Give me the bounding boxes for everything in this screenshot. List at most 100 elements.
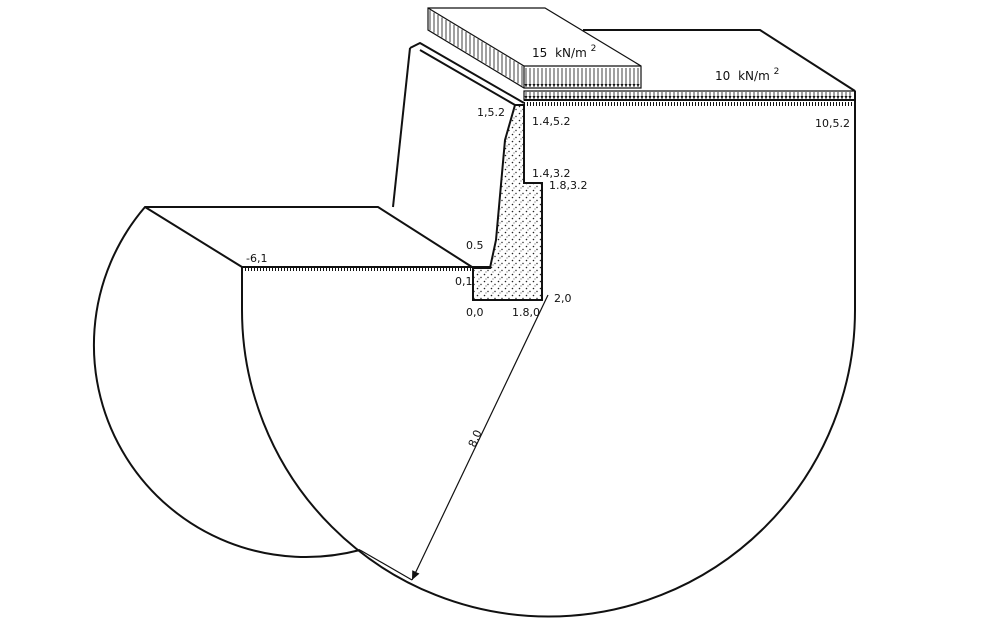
load-arrowhead (600, 96, 604, 99)
load-arrowhead (672, 96, 676, 99)
load-arrowhead (684, 96, 688, 99)
load-arrowhead (744, 96, 748, 99)
load-arrowhead (544, 96, 548, 99)
label-1-8-0: 1.8,0 (512, 306, 540, 319)
load-arrowhead (568, 96, 572, 99)
label-1-4-3-2: 1.4,3.2 (532, 167, 570, 180)
load-arrowhead (728, 96, 732, 99)
load-arrowhead (800, 96, 804, 99)
load-arrowhead (608, 96, 612, 99)
label-0-5: 0.5 (466, 239, 484, 252)
load-arrowhead (556, 84, 560, 87)
load-arrowhead (564, 96, 568, 99)
load-arrowhead (824, 96, 828, 99)
load-arrowhead (660, 96, 664, 99)
load-arrowhead (668, 96, 672, 99)
load-arrowhead (724, 96, 728, 99)
load-arrowhead (604, 84, 608, 87)
load-arrowhead (592, 96, 596, 99)
strip-load-label: 15 kN/m 2 (532, 44, 596, 60)
label-0-1: 0,1 (455, 275, 473, 288)
load-arrowhead (540, 84, 544, 87)
load-arrowhead (796, 96, 800, 99)
label-1-8-3-2: 1.8,3.2 (549, 179, 587, 192)
load-arrowhead (596, 96, 600, 99)
load-arrowhead (628, 84, 632, 87)
load-arrowhead (632, 96, 636, 99)
load-arrowhead (692, 96, 696, 99)
load-arrowhead (748, 96, 752, 99)
load-arrowhead (584, 96, 588, 99)
load-arrowhead (536, 84, 540, 87)
load-arrowhead (532, 96, 536, 99)
uniform-load-arrows (524, 92, 852, 99)
load-arrowhead (776, 96, 780, 99)
load-arrowhead (752, 96, 756, 99)
load-arrowhead (780, 96, 784, 99)
load-arrowhead (572, 96, 576, 99)
load-arrowhead (572, 84, 576, 87)
load-arrowhead (552, 96, 556, 99)
load-arrowhead (524, 84, 528, 87)
load-arrowhead (644, 96, 648, 99)
load-arrowhead (680, 96, 684, 99)
load-arrowhead (568, 84, 572, 87)
load-arrowhead (604, 96, 608, 99)
radius-line (411, 294, 549, 581)
label-10-5-2: 10,5.2 (815, 117, 850, 130)
load-arrowhead (836, 96, 840, 99)
label-1-4-5-2: 1.4,5.2 (532, 115, 570, 128)
load-arrowhead (812, 96, 816, 99)
uniform-load-strip (523, 90, 856, 101)
load-arrowhead (664, 96, 668, 99)
load-arrowhead (848, 96, 852, 99)
load-arrowhead (560, 84, 564, 87)
uniform-load-label: 10 kN/m 2 (715, 67, 779, 83)
load-arrowhead (536, 96, 540, 99)
load-arrowhead (576, 96, 580, 99)
load-arrowhead (636, 96, 640, 99)
load-arrowhead (840, 96, 844, 99)
load-arrowhead (760, 96, 764, 99)
load-arrowhead (612, 84, 616, 87)
load-arrowhead (816, 96, 820, 99)
strip-load-box (427, 7, 642, 89)
slip-surface-back (92, 206, 361, 558)
load-arrowhead (648, 96, 652, 99)
load-arrowhead (544, 84, 548, 87)
load-arrowhead (764, 96, 768, 99)
load-arrowhead (736, 96, 740, 99)
strip-load-edge (427, 7, 525, 67)
load-arrowhead (584, 84, 588, 87)
load-arrowhead (772, 96, 776, 99)
load-arrowhead (560, 96, 564, 99)
slip-tangent (359, 549, 413, 581)
load-arrowhead (704, 96, 708, 99)
load-arrowhead (652, 96, 656, 99)
load-arrowhead (524, 96, 528, 99)
load-arrowhead (564, 84, 568, 87)
label-1-5-2: 1,5.2 (477, 106, 505, 119)
slip-circle-front (241, 91, 856, 618)
load-arrowhead (708, 96, 712, 99)
load-arrowhead (768, 96, 772, 99)
load-arrowhead (844, 96, 848, 99)
label-neg6-1: -6,1 (246, 252, 267, 265)
load-arrowhead (620, 84, 624, 87)
load-arrowhead (624, 84, 628, 87)
load-arrowhead (616, 84, 620, 87)
load-arrowhead (552, 84, 556, 87)
load-arrowhead (732, 96, 736, 99)
load-arrowhead (784, 96, 788, 99)
load-arrowhead (688, 96, 692, 99)
load-arrowhead (588, 96, 592, 99)
load-arrowhead (528, 96, 532, 99)
label-0-0: 0,0 (466, 306, 484, 319)
load-arrowhead (640, 96, 644, 99)
load-arrowhead (596, 84, 600, 87)
load-arrowhead (628, 96, 632, 99)
load-arrowhead (592, 84, 596, 87)
load-arrowhead (828, 96, 832, 99)
load-arrowhead (832, 96, 836, 99)
